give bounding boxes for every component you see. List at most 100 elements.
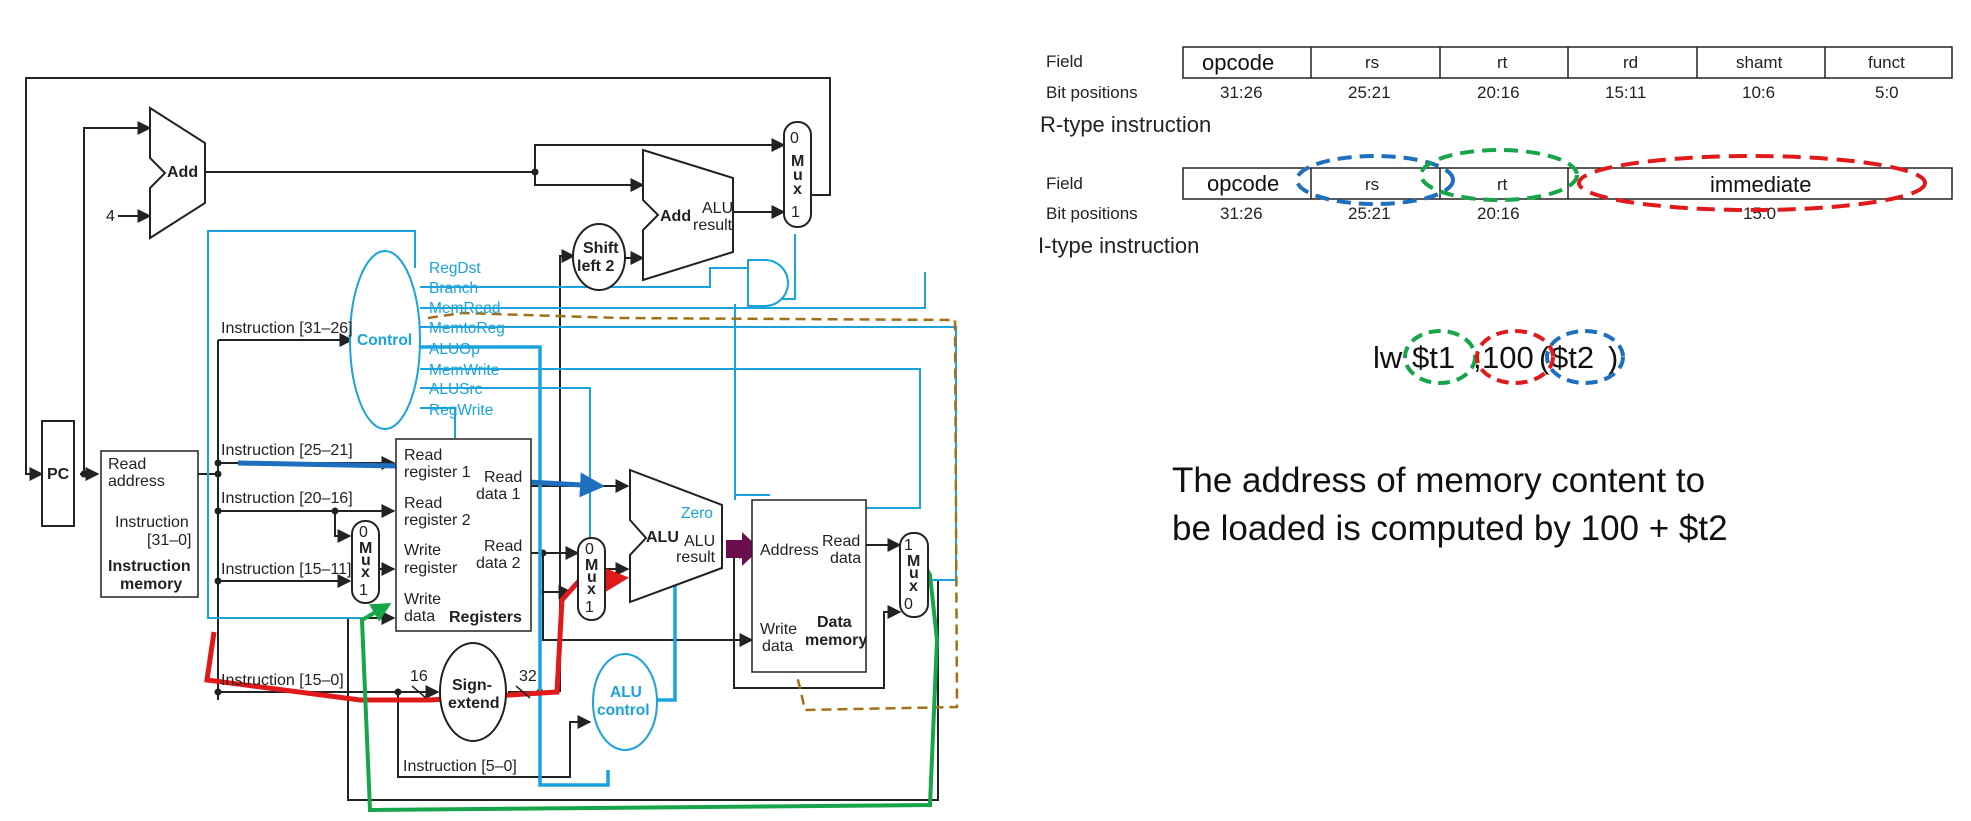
control-signals: RegDst Branch MemRead MemtoReg ALUOp Mem… bbox=[429, 260, 505, 419]
svg-text:Branch: Branch bbox=[429, 280, 478, 297]
svg-text:20:16: 20:16 bbox=[1477, 83, 1520, 102]
svg-text:Instruction [5–0]: Instruction [5–0] bbox=[403, 758, 517, 775]
svg-text:data: data bbox=[762, 638, 793, 655]
svg-text:Registers: Registers bbox=[449, 609, 522, 626]
control-label: Control bbox=[357, 332, 412, 349]
svg-text:0: 0 bbox=[790, 130, 799, 147]
svg-text:R-type instruction: R-type instruction bbox=[1040, 112, 1211, 137]
alu-zero: Zero bbox=[681, 505, 713, 522]
svg-text:result: result bbox=[676, 549, 716, 566]
pc-register: PC bbox=[41, 420, 75, 527]
bit-width-32: 32 bbox=[519, 668, 537, 685]
svg-text:Read: Read bbox=[822, 533, 860, 550]
svg-text:20:16: 20:16 bbox=[1477, 204, 1520, 223]
svg-text:25:21: 25:21 bbox=[1348, 204, 1391, 223]
svg-text:Read: Read bbox=[484, 538, 522, 555]
svg-text:Sign-: Sign- bbox=[452, 677, 492, 694]
svg-text:Instruction [20–16]: Instruction [20–16] bbox=[221, 490, 353, 507]
svg-text:(: ( bbox=[1539, 340, 1550, 375]
svg-text:rd: rd bbox=[1623, 53, 1638, 72]
register-file: Read register 1 Read register 2 Write re… bbox=[395, 438, 532, 632]
svg-text:x: x bbox=[793, 181, 802, 198]
svg-text:register: register bbox=[404, 560, 458, 577]
svg-text:Write: Write bbox=[404, 591, 441, 608]
svg-text:Instruction [15–11]: Instruction [15–11] bbox=[221, 561, 351, 578]
svg-text:100: 100 bbox=[1482, 340, 1534, 375]
svg-text:u: u bbox=[587, 569, 597, 586]
svg-text:M: M bbox=[791, 153, 804, 170]
svg-text:Instruction: Instruction bbox=[108, 558, 191, 575]
svg-text:x: x bbox=[361, 564, 370, 581]
svg-text:Instruction [15–0]: Instruction [15–0] bbox=[221, 672, 344, 689]
svg-text:Field: Field bbox=[1046, 174, 1083, 193]
svg-text:Field: Field bbox=[1046, 52, 1083, 71]
pc-adder-label: Add bbox=[167, 164, 198, 181]
rs-highlight-oval bbox=[1295, 154, 1455, 206]
i-type-format: Field Bit positions opcode rs rt immedia… bbox=[1038, 148, 1953, 258]
svg-text:Data: Data bbox=[817, 614, 852, 631]
svg-text:register 2: register 2 bbox=[404, 512, 471, 529]
svg-text:25:21: 25:21 bbox=[1348, 83, 1391, 102]
svg-text:Instruction [31–26]: Instruction [31–26] bbox=[221, 320, 353, 337]
lw-example: lw $t1 , 100 ( $t2 ) bbox=[1373, 329, 1625, 385]
svg-text:data 2: data 2 bbox=[476, 555, 521, 572]
svg-text:1: 1 bbox=[791, 204, 800, 221]
svg-text:MemWrite: MemWrite bbox=[429, 362, 499, 379]
svg-text:RegWrite: RegWrite bbox=[429, 402, 493, 419]
svg-text:5:0: 5:0 bbox=[1875, 83, 1899, 102]
svg-text:[31–0]: [31–0] bbox=[147, 532, 191, 549]
instruction-memory: Read address Instruction [31–0] Instruct… bbox=[100, 450, 199, 598]
svg-text:1: 1 bbox=[359, 582, 368, 599]
svg-text:control: control bbox=[597, 702, 650, 719]
shift-left-2: Shift left 2 bbox=[572, 223, 626, 291]
alu-control: ALU control bbox=[592, 653, 658, 751]
svg-text:u: u bbox=[793, 167, 803, 184]
svg-text:M: M bbox=[907, 553, 920, 570]
branch-and-gate bbox=[747, 259, 789, 307]
branch-adder: Add ALU result bbox=[642, 148, 734, 282]
control-unit: Control bbox=[349, 250, 421, 430]
svg-text:x: x bbox=[587, 581, 596, 598]
branch-adder-label: Add bbox=[660, 208, 691, 225]
svg-text:1: 1 bbox=[585, 599, 594, 616]
svg-text:MemtoReg: MemtoReg bbox=[429, 320, 505, 337]
svg-text:u: u bbox=[361, 552, 371, 569]
svg-text:rt: rt bbox=[1497, 175, 1508, 194]
svg-text:$t2: $t2 bbox=[1551, 340, 1594, 375]
svg-text:data: data bbox=[404, 608, 435, 625]
rt-highlight-oval bbox=[1419, 148, 1579, 202]
svg-text:Write: Write bbox=[404, 542, 441, 559]
svg-text:M: M bbox=[585, 557, 598, 574]
svg-text:31:26: 31:26 bbox=[1220, 204, 1263, 223]
shift-left-label-1: Shift bbox=[583, 240, 619, 257]
svg-text:register 1: register 1 bbox=[404, 464, 471, 481]
svg-text:Read: Read bbox=[108, 456, 146, 473]
svg-text:Read: Read bbox=[404, 495, 442, 512]
svg-text:data 1: data 1 bbox=[476, 486, 521, 503]
r-type-format: Field Bit positions opcode rs rt rd sham… bbox=[1040, 46, 1953, 137]
svg-text:0: 0 bbox=[359, 524, 368, 541]
svg-text:be loaded is computed by 100 +: be loaded is computed by 100 + $t2 bbox=[1172, 509, 1728, 548]
svg-text:memory: memory bbox=[120, 576, 182, 593]
svg-text:memory: memory bbox=[805, 632, 867, 649]
svg-text:Bit positions: Bit positions bbox=[1046, 204, 1138, 223]
svg-text:shamt: shamt bbox=[1736, 53, 1783, 72]
svg-text:funct: funct bbox=[1868, 53, 1905, 72]
svg-text:opcode: opcode bbox=[1207, 171, 1279, 196]
svg-text:ALU: ALU bbox=[610, 684, 642, 701]
svg-text:immediate: immediate bbox=[1710, 172, 1811, 197]
svg-text:0: 0 bbox=[585, 541, 594, 558]
svg-text:ALUSrc: ALUSrc bbox=[429, 381, 483, 398]
svg-text:extend: extend bbox=[448, 695, 500, 712]
t2-highlight-oval bbox=[1545, 329, 1625, 385]
svg-text:Address: Address bbox=[760, 542, 819, 559]
mux-regdst: 0 M u x 1 bbox=[351, 520, 380, 604]
svg-text:address: address bbox=[108, 473, 165, 490]
instruction-field-labels: Instruction [31–26] Instruction [25–21] … bbox=[221, 320, 517, 775]
svg-text:rt: rt bbox=[1497, 53, 1508, 72]
bit-width-16: 16 bbox=[410, 668, 428, 685]
svg-text:Write: Write bbox=[760, 621, 797, 638]
svg-text:data: data bbox=[830, 550, 861, 567]
